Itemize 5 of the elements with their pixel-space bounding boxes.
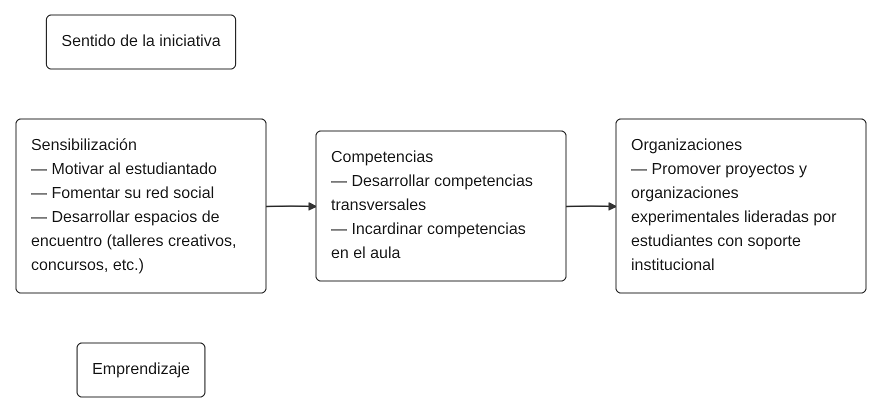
arrow [266, 201, 317, 210]
arrow [566, 201, 617, 210]
node-text: Competencias — Desarrollar competencias transversales — Incardinar competencias en el aula [331, 148, 533, 262]
node-text: Sensibilización — Motivar al estudiantado — Fomentar su red social — Desarrollar espacios de encuentro (talleres creativos, concursos, etc.) [31, 136, 236, 274]
node-text: Organizaciones — Promover proyectos y organizaciones experimentales lideradas por estudiantes con soporte institucional [631, 136, 836, 274]
